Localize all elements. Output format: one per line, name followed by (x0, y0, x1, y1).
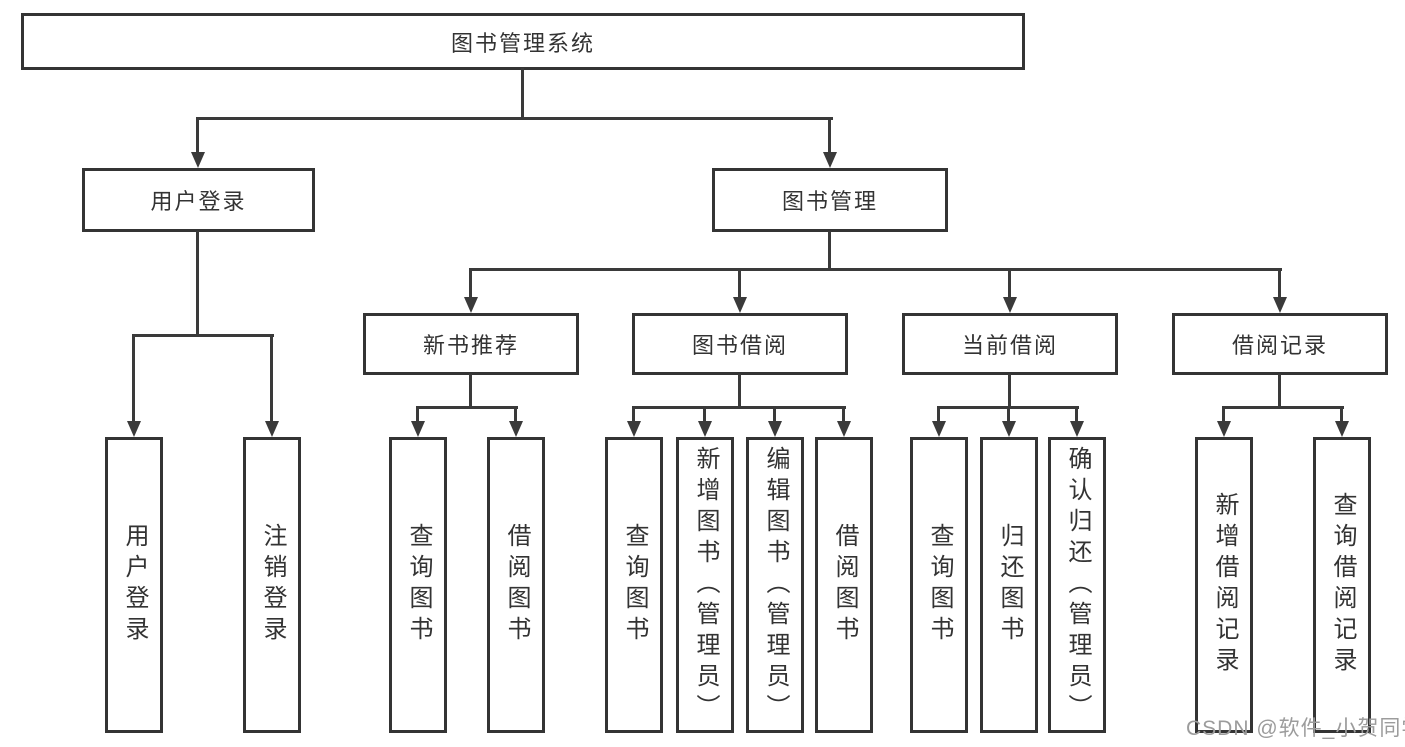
connector-drop (1222, 406, 1225, 423)
arrow-down-icon (1217, 421, 1231, 437)
node-new-book-recommend-label: 新书推荐 (422, 333, 519, 358)
leaf-confirm-return-admin-label: 确认归还（管理员） (1064, 445, 1091, 725)
node-current-borrow: 当前借阅 (902, 313, 1118, 375)
connector-drop (514, 406, 517, 423)
node-user-login-label: 用户登录 (150, 189, 247, 214)
arrow-down-icon (127, 421, 141, 437)
arrow-down-icon (837, 421, 851, 437)
leaf-return-book-label: 归还图书 (996, 523, 1023, 647)
connector-drop-leaf-logout (270, 334, 273, 422)
connector-root-stem (521, 68, 524, 119)
connector-drop (842, 406, 845, 423)
arrow-down-icon (191, 152, 205, 168)
arrow-down-icon (411, 421, 425, 437)
node-book-borrow: 图书借阅 (632, 313, 848, 375)
arrow-down-icon (627, 421, 641, 437)
connector-borrow-records-bar (1222, 406, 1344, 409)
leaf-edit-book-admin-label: 编辑图书（管理员） (762, 445, 789, 725)
leaf-query-borrow-record: 查询借阅记录 (1313, 437, 1371, 733)
leaf-query-books-borrow: 查询图书 (605, 437, 663, 733)
leaf-add-borrow-record: 新增借阅记录 (1195, 437, 1253, 733)
arrow-down-icon (932, 421, 946, 437)
connector-drop (632, 406, 635, 423)
connector-drop (703, 406, 706, 423)
connector-drop (1340, 406, 1343, 423)
leaf-query-books-recommend-label: 查询图书 (405, 523, 432, 647)
arrow-down-icon (698, 421, 712, 437)
connector-drop-current-borrow (1008, 268, 1011, 299)
connector-borrow-records-stem (1278, 374, 1281, 408)
connector-drop-borrow-records (1278, 268, 1281, 299)
node-book-management-label: 图书管理 (781, 189, 878, 214)
watermark: CSDN @软件_小贺同学 (1186, 717, 1405, 740)
leaf-add-borrow-record-label: 新增借阅记录 (1211, 492, 1238, 678)
connector-drop-new-book (469, 268, 472, 299)
connector-current-borrow-stem (1008, 374, 1011, 408)
node-library-system: 图书管理系统 (21, 13, 1025, 70)
leaf-query-books-current: 查询图书 (910, 437, 968, 733)
node-book-borrow-label: 图书借阅 (691, 333, 788, 358)
connector-drop-book-mgmt (828, 117, 831, 153)
leaf-logout-label: 注销登录 (259, 523, 286, 647)
connector-new-book-bar (416, 406, 518, 409)
leaf-return-book: 归还图书 (980, 437, 1038, 733)
leaf-borrow-books: 借阅图书 (815, 437, 873, 733)
connector-book-borrow-bar (632, 406, 846, 409)
connector-book-mgmt-bar (469, 268, 1282, 271)
arrow-down-icon (823, 152, 837, 168)
node-borrow-records: 借阅记录 (1172, 313, 1388, 375)
leaf-borrow-books-recommend-label: 借阅图书 (503, 523, 530, 647)
leaf-query-books-current-label: 查询图书 (926, 523, 953, 647)
leaf-add-book-admin-label: 新增图书（管理员） (692, 445, 719, 725)
connector-book-borrow-stem (738, 374, 741, 408)
arrow-down-icon (1335, 421, 1349, 437)
leaf-query-borrow-record-label: 查询借阅记录 (1329, 492, 1356, 678)
node-current-borrow-label: 当前借阅 (961, 333, 1058, 358)
leaf-logout: 注销登录 (243, 437, 301, 733)
arrow-down-icon (464, 297, 478, 313)
connector-user-login-bar (132, 334, 274, 337)
connector-drop-user-login (196, 117, 199, 153)
connector-user-login-stem (196, 231, 199, 336)
node-book-management: 图书管理 (712, 168, 948, 232)
node-new-book-recommend: 新书推荐 (363, 313, 579, 375)
arrow-down-icon (1002, 421, 1016, 437)
connector-drop-leaf-login (132, 334, 135, 422)
node-user-login: 用户登录 (82, 168, 315, 232)
connector-drop-book-borrow (738, 268, 741, 299)
leaf-edit-book-admin: 编辑图书（管理员） (746, 437, 804, 733)
connector-drop (1075, 406, 1078, 423)
leaf-borrow-books-recommend: 借阅图书 (487, 437, 545, 733)
arrow-down-icon (733, 297, 747, 313)
arrow-down-icon (265, 421, 279, 437)
connector-new-book-stem (469, 374, 472, 408)
node-borrow-records-label: 借阅记录 (1231, 333, 1328, 358)
arrow-down-icon (509, 421, 523, 437)
leaf-user-login-label: 用户登录 (121, 523, 148, 647)
connector-drop (416, 406, 419, 423)
leaf-add-book-admin: 新增图书（管理员） (676, 437, 734, 733)
connector-drop (1007, 406, 1010, 423)
arrow-down-icon (1003, 297, 1017, 313)
leaf-borrow-books-label: 借阅图书 (831, 523, 858, 647)
leaf-query-books-recommend: 查询图书 (389, 437, 447, 733)
arrow-down-icon (768, 421, 782, 437)
leaf-user-login: 用户登录 (105, 437, 163, 733)
connector-drop (937, 406, 940, 423)
leaf-query-books-borrow-label: 查询图书 (621, 523, 648, 647)
arrow-down-icon (1070, 421, 1084, 437)
connector-drop (773, 406, 776, 423)
node-library-system-label: 图书管理系统 (450, 30, 595, 56)
connector-root-bar (197, 117, 833, 120)
arrow-down-icon (1273, 297, 1287, 313)
connector-book-mgmt-stem (828, 231, 831, 270)
leaf-confirm-return-admin: 确认归还（管理员） (1048, 437, 1106, 733)
